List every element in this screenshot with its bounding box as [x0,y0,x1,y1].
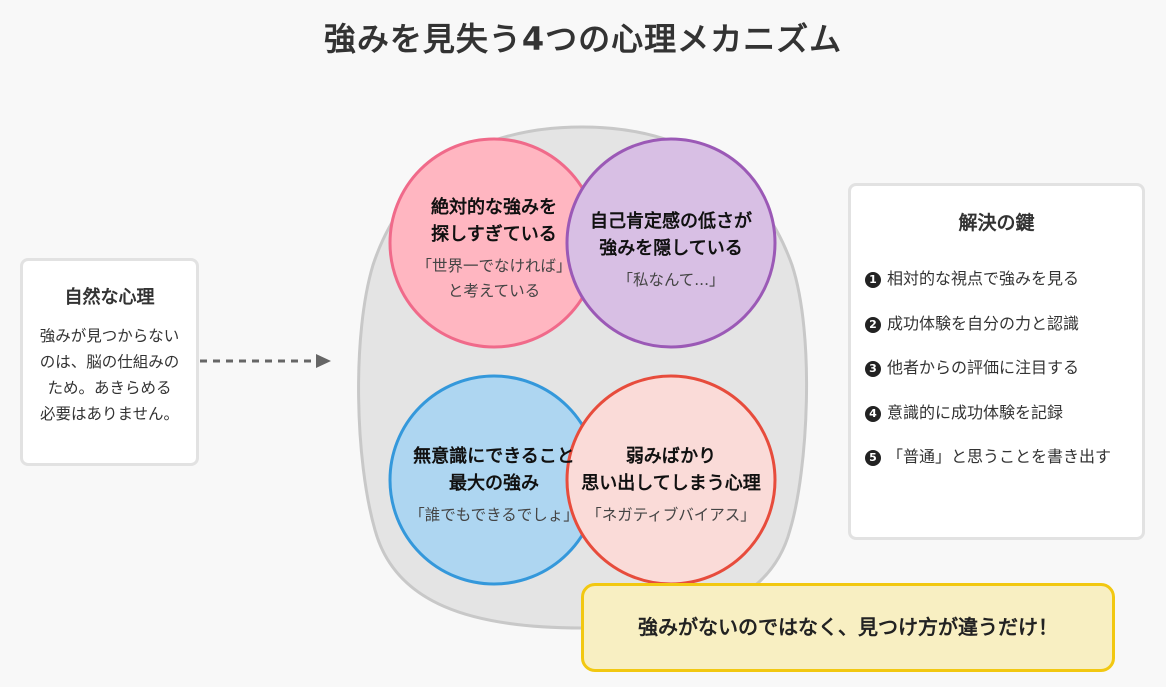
solution-key-text: 「普通」と思うことを書き出す [887,447,1112,466]
number-badge-icon: 2 [865,316,881,333]
circle-title: 弱みばかり [625,446,717,467]
circle-text-absolute: 絶対的な強みを 探しすぎている 「世界一でなければ」 と考えている [394,194,594,304]
natural-psychology-line: ため。あきらめる [47,379,172,397]
solution-key-text: 他者からの評価に注目する [887,358,1080,377]
natural-psychology-line: 強みが見つからない [39,327,180,345]
solution-keys-card: 解決の鍵 1 相対的な視点で強みを見る 2 成功体験を自分の力と認識 3 他者からの評… [848,183,1145,540]
circle-text-negativity: 弱みばかり 思い出してしまう心理 「ネガティブバイアス」 [566,443,776,528]
page-title: 強みを見失う4つの心理メカニズム [323,20,843,58]
natural-psychology-heading: 自然な心理 [64,287,155,308]
number-badge-icon: 1 [865,272,881,288]
key-message-banner: 強みがないのではなく、見つけ方が違うだけ！ [581,583,1115,672]
circle-text-unconscious: 無意識にできること 最大の強み 「誰でもできるでしょ」 [388,443,600,528]
list-item: 2 成功体験を自分の力と認識 [865,310,1142,355]
natural-psychology-body: 強みが見つからない のは、脳の仕組みの ため。あきらめる 必要はありません。 [31,323,188,427]
circle-subtitle: 「ネガティブバイアス」 [586,506,756,524]
solution-keys-heading: 解決の鍵 [958,212,1035,234]
circle-subtitle: 「私なんて...」 [617,271,725,289]
number-badge-icon: 4 [865,405,881,422]
list-item: 5 「普通」と思うことを書き出す [865,443,1142,488]
circle-title: 無意識にできること [413,446,575,467]
list-item: 1 相対的な視点で強みを見る [865,265,1142,310]
solution-key-text: 相対的な視点で強みを見る [887,269,1080,288]
circle-title: 自己肯定感の低さが [590,211,752,232]
circle-low-self-esteem [565,137,777,349]
list-item: 3 他者からの評価に注目する [865,354,1142,399]
circle-text-self-esteem: 自己肯定感の低さが 強みを隠している 「私なんて...」 [566,208,776,293]
natural-psychology-line: 必要はありません。 [39,405,180,423]
number-badge-icon: 5 [865,450,881,466]
circle-title: 絶対的な強みを [431,197,557,218]
circle-title: 最大の強み [449,473,539,494]
solution-keys-list: 1 相対的な視点で強みを見る 2 成功体験を自分の力と認識 3 他者からの評価に注目す… [851,265,1142,488]
natural-psychology-line: のは、脳の仕組みの [39,353,180,371]
natural-psychology-card: 自然な心理 強みが見つからない のは、脳の仕組みの ため。あきらめる 必要はあり… [20,258,199,466]
solution-key-text: 意識的に成功体験を記録 [887,402,1064,422]
circle-title: 探しすぎている [431,224,557,245]
circle-title: 思い出してしまう心理 [581,473,761,494]
circle-subtitle: 「誰でもできるでしょ」 [409,506,579,524]
circle-subtitle: 「世界一でなければ」 [416,257,572,275]
solution-key-text: 成功体験を自分の力と認識 [887,313,1080,333]
dashed-arrow-icon [200,354,331,368]
circle-title: 強みを隠している [599,238,743,259]
number-badge-icon: 3 [865,361,881,377]
list-item: 4 意識的に成功体験を記録 [865,399,1142,444]
circle-subtitle: と考えている [447,282,541,300]
